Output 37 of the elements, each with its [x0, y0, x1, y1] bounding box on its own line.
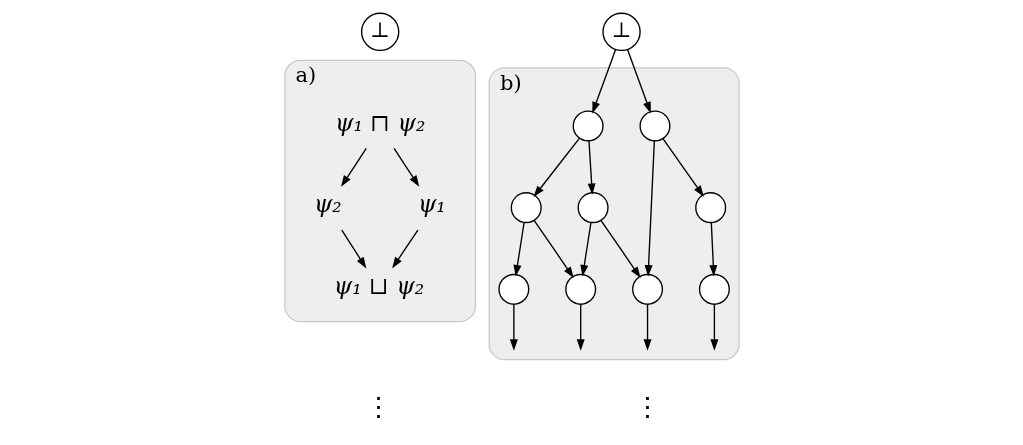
node-circle: ⊥ — [360, 12, 399, 52]
node-text: ψ₁ ⊔ ψ₂ — [333, 271, 424, 300]
node-text: ψ₁ — [417, 190, 446, 219]
node-circle — [572, 110, 604, 142]
arrow — [513, 222, 525, 277]
node-circle — [631, 273, 663, 305]
arrow — [599, 219, 641, 279]
node-text: ψ₁ ⊓ ψ₂ — [334, 108, 425, 137]
arrow — [340, 229, 366, 269]
node-circle — [694, 192, 726, 224]
arrow — [626, 48, 651, 114]
node-circle — [497, 273, 529, 305]
arrow — [391, 229, 419, 269]
node-circle: ⊥ — [601, 12, 641, 52]
arrow — [708, 222, 717, 277]
arrow — [661, 137, 704, 197]
node-circle — [564, 273, 596, 305]
arrow — [533, 219, 574, 279]
label: ⋮ — [364, 391, 392, 423]
arrow — [340, 147, 367, 187]
arrow — [709, 304, 718, 351]
node-circle — [698, 273, 730, 305]
cluster: b) — [488, 67, 740, 361]
arrow — [579, 222, 592, 277]
node-circle — [577, 192, 609, 224]
label: ⋮ — [633, 391, 661, 423]
arrow — [644, 140, 655, 277]
arrow — [509, 304, 518, 351]
arrow — [533, 137, 580, 198]
arrow — [643, 304, 652, 351]
arrow — [591, 48, 616, 114]
node-circle — [638, 110, 670, 142]
arrow — [587, 140, 596, 195]
node-text: ψ₂ — [313, 190, 342, 219]
arrow — [576, 304, 585, 351]
node-circle — [510, 192, 542, 224]
arrow — [392, 147, 419, 187]
